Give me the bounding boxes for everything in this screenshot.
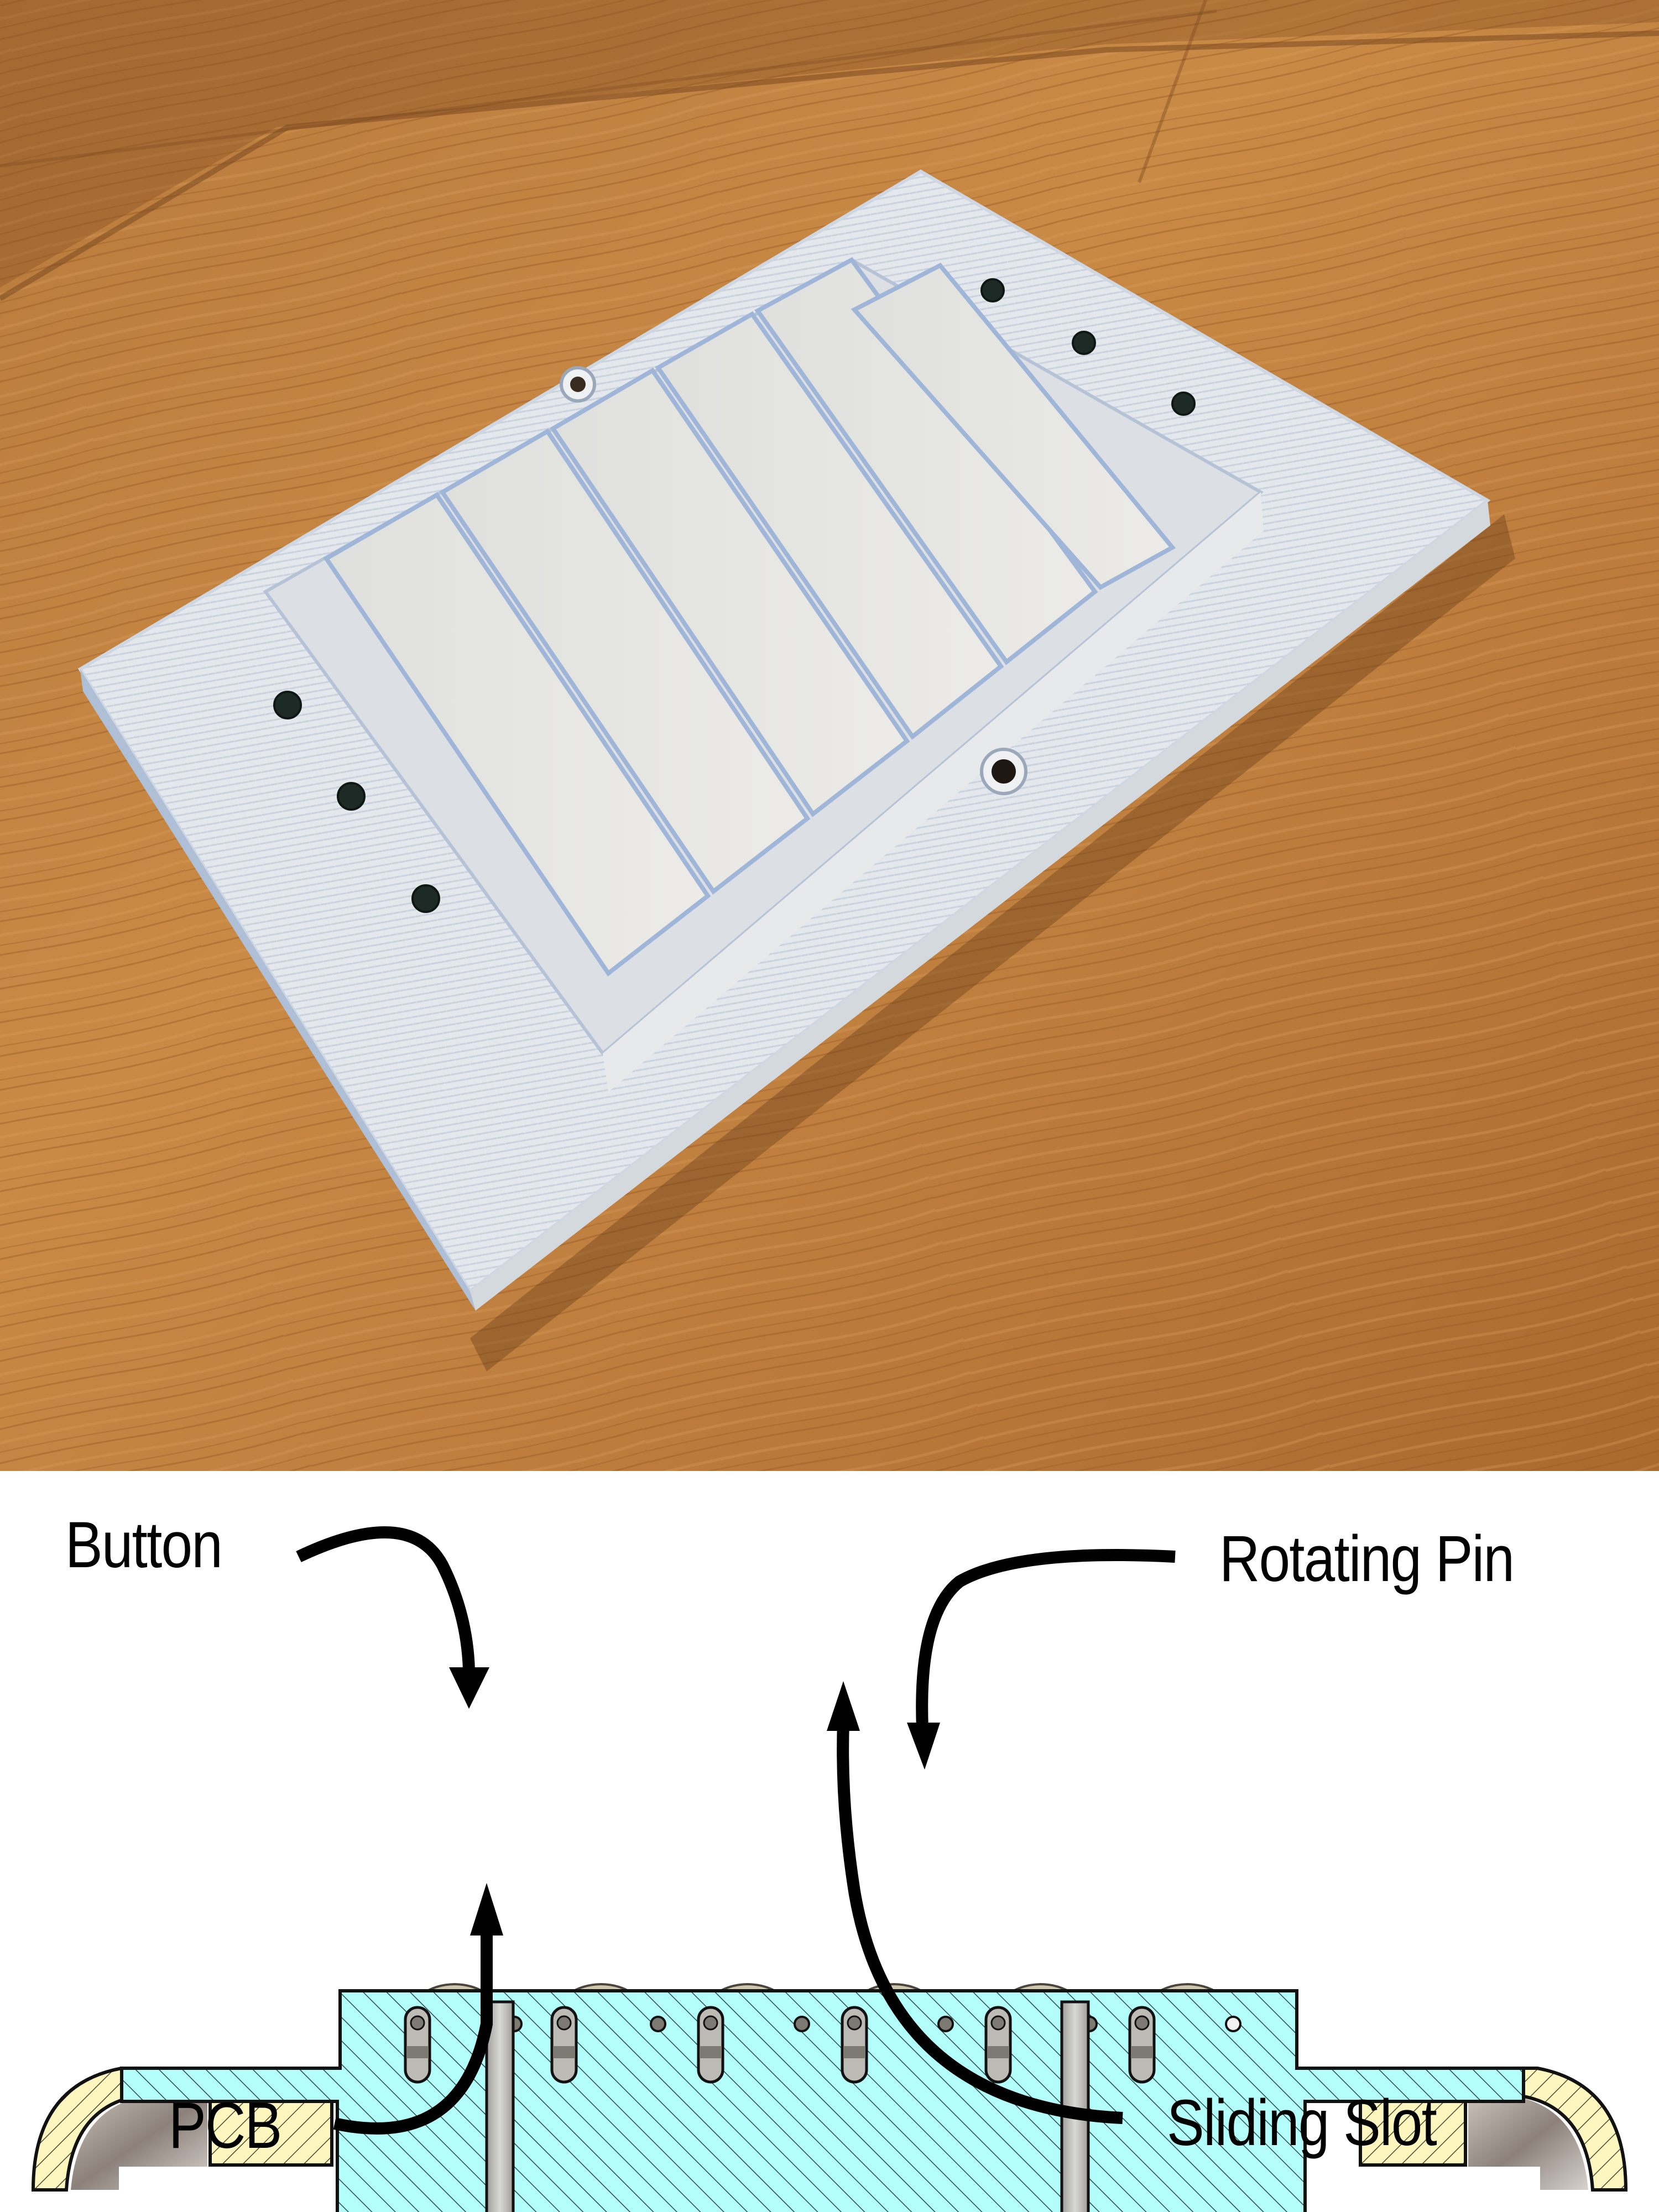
wall-plate-photo bbox=[0, 0, 1659, 1471]
rocker-button-4 bbox=[655, 311, 1004, 740]
callout-arrows bbox=[296, 1526, 1176, 2135]
cross-section-drawing bbox=[31, 1526, 1628, 2212]
cross-section-diagram: Button Rotating Pin PCB Sliding Slot bbox=[0, 1471, 1659, 2212]
rotating-pin-arrow bbox=[916, 1549, 1176, 1729]
rocker-button-6 bbox=[851, 262, 1176, 591]
label-rotating-pin: Rotating Pin bbox=[1219, 1522, 1515, 1595]
pcb-arrow bbox=[333, 1930, 493, 2135]
button-arrow bbox=[296, 1526, 475, 1671]
sliding-slots bbox=[404, 2006, 1156, 2084]
screw-heads bbox=[273, 278, 1196, 913]
housing bbox=[120, 1989, 1525, 2212]
label-sliding-slot: Sliding Slot bbox=[1167, 2086, 1437, 2159]
rocker-buttons bbox=[323, 257, 1176, 977]
arrow-heads bbox=[449, 1667, 940, 1936]
rocker-button-3 bbox=[550, 367, 910, 817]
rocker-button-2 bbox=[439, 428, 811, 895]
product-photo bbox=[0, 0, 1659, 1471]
sliding-slot-arrow bbox=[837, 1722, 1123, 2124]
mounting-holes bbox=[560, 366, 1027, 795]
label-pcb: PCB bbox=[169, 2089, 282, 2162]
rocker-button-5 bbox=[754, 257, 1098, 665]
label-button: Button bbox=[65, 1509, 223, 1582]
shaft-left bbox=[485, 2000, 515, 2212]
rocker-button-1 bbox=[323, 492, 711, 977]
